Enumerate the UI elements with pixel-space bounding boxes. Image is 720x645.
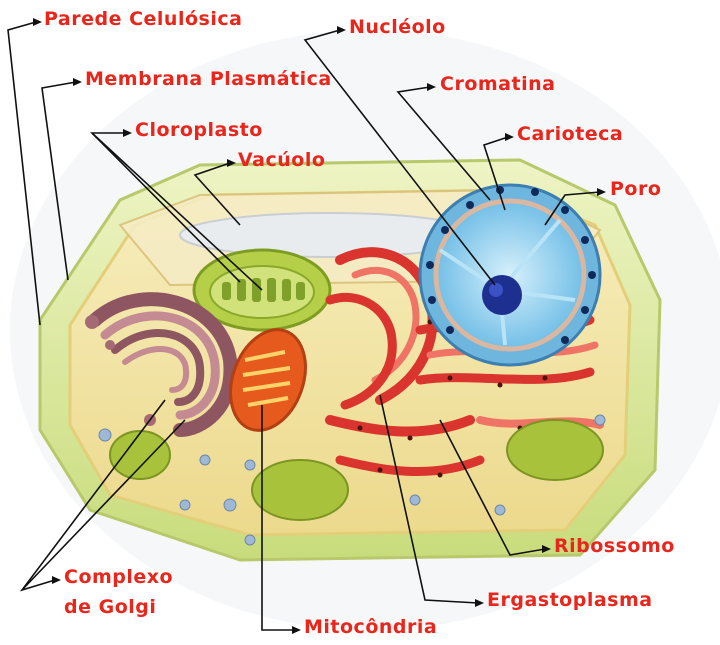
label-mitocondria: Mitocôndria [304,618,437,637]
plastid [507,420,603,480]
plastid [252,460,348,520]
label-poro: Poro [610,180,661,199]
label-ergastoplasma: Ergastoplasma [487,591,653,610]
label-ribossomo: Ribossomo [554,537,675,556]
label-cloroplasto: Cloroplasto [135,121,263,140]
nucleus [420,185,600,365]
label-nucleolo: Nucléolo [349,18,446,37]
label-carioteca: Carioteca [517,125,623,144]
nucleolus [482,275,522,315]
label-cromatina: Cromatina [440,75,555,94]
label-vacuolo: Vacúolo [238,151,325,170]
plastid [110,431,170,479]
label-membrana-plasmatica: Membrana Plasmática [85,70,332,89]
label-parede-celulosica: Parede Celulósica [44,10,242,29]
label-de-golgi: de Golgi [64,598,156,617]
label-complexo: Complexo [64,568,173,587]
